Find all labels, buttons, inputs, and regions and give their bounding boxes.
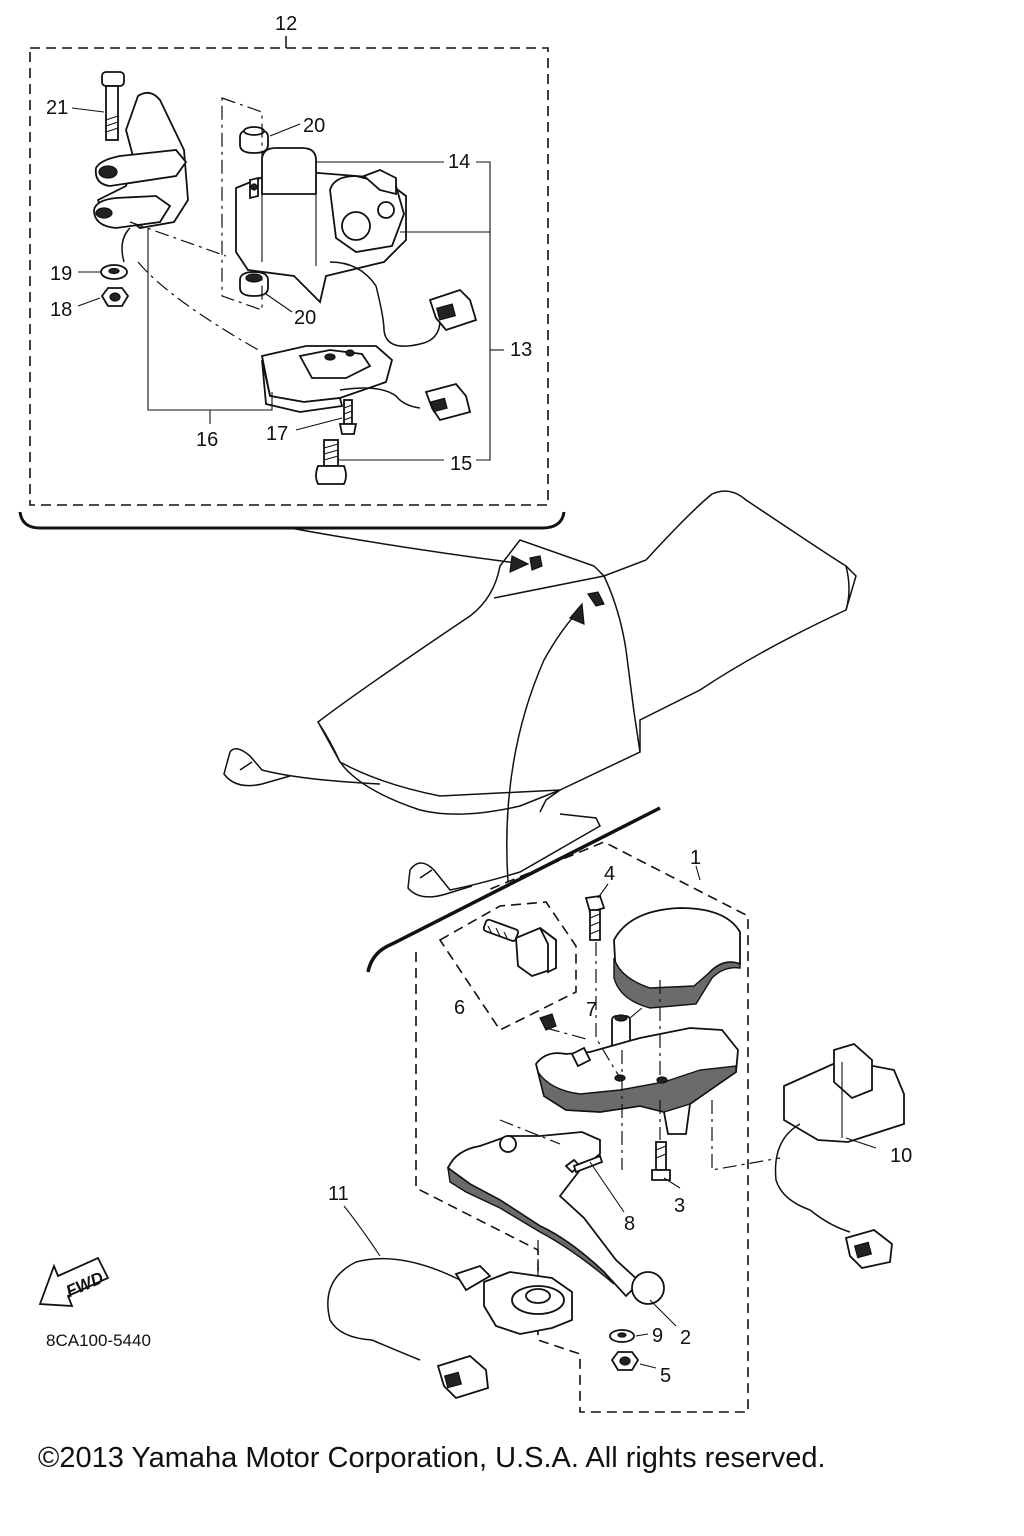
callout-1: 1 xyxy=(690,847,701,869)
bracket-16 xyxy=(93,91,189,263)
detail-box-12 xyxy=(18,36,566,530)
brake-switch-11 xyxy=(327,1257,573,1400)
callout-20-bottom: 20 xyxy=(294,307,316,329)
detail-box-1 xyxy=(366,806,749,1413)
grommet-20-bottom xyxy=(239,271,269,297)
bolt-21 xyxy=(101,71,125,141)
bolt-3 xyxy=(651,1141,671,1181)
callout-labels: 12 21 20 14 19 18 20 13 16 17 15 1 4 6 7… xyxy=(46,13,912,1387)
figure-code: 8CA100-5440 xyxy=(46,1331,151,1350)
callout-9: 9 xyxy=(652,1325,663,1347)
relay-10 xyxy=(774,1042,905,1269)
bolt-4 xyxy=(584,895,606,941)
brake-lever-2 xyxy=(446,1131,665,1305)
lever-cover xyxy=(613,907,741,1009)
callout-5: 5 xyxy=(660,1365,671,1387)
callout-3: 3 xyxy=(674,1195,685,1217)
callout-18: 18 xyxy=(50,299,72,321)
mounting-guides xyxy=(129,97,263,353)
grommet-20-top xyxy=(239,126,269,154)
switch-housing-13 xyxy=(260,345,472,422)
subassembly-6 xyxy=(438,901,577,1032)
nut-18 xyxy=(100,287,130,307)
callout-2: 2 xyxy=(680,1327,691,1349)
callout-6: 6 xyxy=(454,997,465,1019)
washer-19 xyxy=(100,264,128,280)
washer-9 xyxy=(609,1329,635,1343)
callout-20-top: 20 xyxy=(303,115,325,137)
callout-16: 16 xyxy=(196,429,218,451)
callout-13: 13 xyxy=(510,339,532,361)
leaders-lower xyxy=(343,883,877,1369)
fwd-arrow-icon: FWD xyxy=(38,1256,110,1307)
callout-14: 14 xyxy=(448,151,470,173)
screw-17 xyxy=(338,399,358,435)
lever-bracket xyxy=(535,1027,739,1135)
nut-5 xyxy=(610,1351,640,1371)
callout-19: 19 xyxy=(50,263,72,285)
callout-11: 11 xyxy=(328,1183,349,1205)
callout-8: 8 xyxy=(624,1213,635,1235)
screw-8 xyxy=(564,1154,604,1174)
copyright-notice: ©2013 Yamaha Motor Corporation, U.S.A. A… xyxy=(38,1442,826,1474)
mounting-guides-lower xyxy=(499,942,781,1290)
callout-21: 21 xyxy=(46,97,68,119)
unit-14 xyxy=(235,147,478,347)
callout-4: 4 xyxy=(604,863,615,885)
callout-12: 12 xyxy=(275,13,297,35)
callout-17: 17 xyxy=(266,423,288,445)
bolt-15 xyxy=(315,439,347,485)
leaders-top xyxy=(71,107,504,461)
snowmobile-outline xyxy=(223,490,857,898)
callout-7: 7 xyxy=(586,999,597,1021)
callout-15: 15 xyxy=(450,453,472,475)
callout-10: 10 xyxy=(890,1145,912,1167)
